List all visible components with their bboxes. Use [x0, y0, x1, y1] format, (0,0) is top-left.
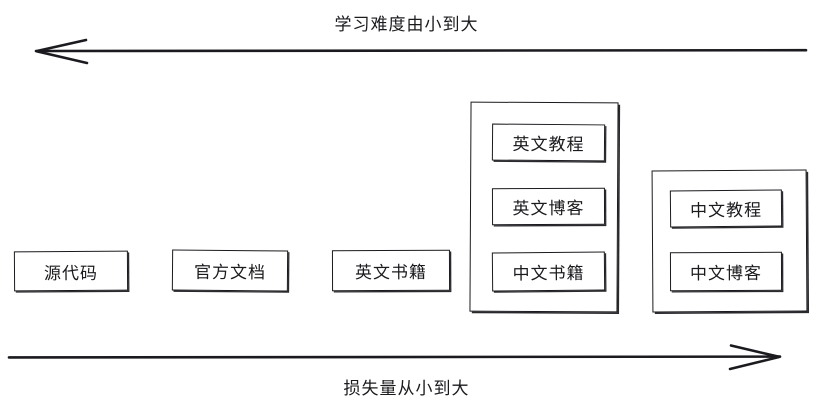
node-english-tutorials[interactable]: 英文教程	[491, 123, 606, 162]
node-label: 英文教程	[512, 134, 585, 155]
node-source-code[interactable]: 源代码	[13, 250, 129, 292]
node-label: 官方文档	[193, 262, 267, 283]
node-chinese-blogs[interactable]: 中文博客	[669, 251, 783, 292]
node-english-blogs[interactable]: 英文博客	[491, 187, 606, 226]
top-axis-arrow	[34, 38, 808, 65]
bottom-axis-arrow	[7, 344, 782, 371]
node-label: 中文教程	[689, 200, 763, 221]
node-label: 英文博客	[512, 198, 585, 219]
node-chinese-books[interactable]: 中文书籍	[491, 251, 606, 292]
node-label: 中文博客	[689, 263, 763, 284]
node-label: 中文书籍	[512, 263, 585, 284]
node-english-books[interactable]: 英文书籍	[331, 249, 451, 292]
bottom-axis-label: 损失量从小到大	[343, 379, 470, 398]
node-label: 英文书籍	[354, 262, 428, 283]
top-axis-label: 学习难度由小到大	[334, 15, 479, 34]
node-chinese-tutorials[interactable]: 中文教程	[669, 189, 783, 228]
node-official-docs[interactable]: 官方文档	[171, 249, 289, 292]
node-label: 源代码	[43, 263, 99, 283]
